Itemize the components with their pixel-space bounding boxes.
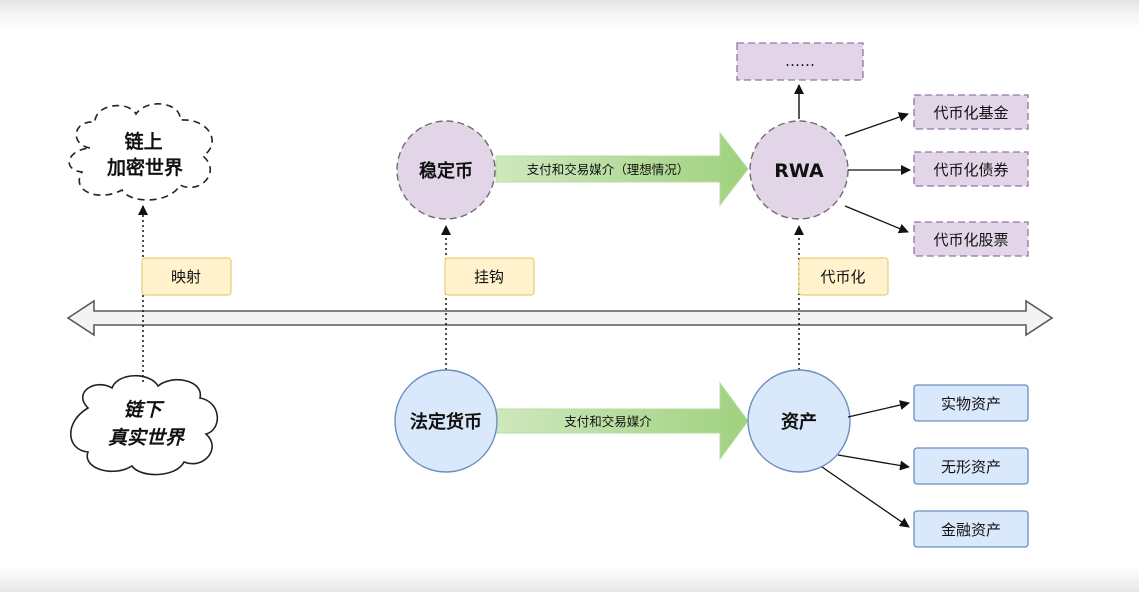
- svg-text:映射: 映射: [171, 268, 201, 286]
- physical-assets-box: 实物资产: [913, 384, 1029, 422]
- payment-arrow: 支付和交易媒介: [495, 381, 749, 461]
- svg-text:挂钩: 挂钩: [474, 268, 504, 286]
- tokenize-label: 代币化: [798, 257, 889, 296]
- svg-text:代币化: 代币化: [820, 268, 865, 286]
- stablecoin-node: 稳定币: [396, 120, 496, 220]
- svg-text:支付和交易媒介（理想情况）: 支付和交易媒介（理想情况）: [527, 162, 690, 177]
- rwa-node: RWA: [749, 120, 849, 220]
- svg-text:RWA: RWA: [774, 160, 824, 182]
- offchain-world-line1: 链下: [124, 399, 166, 421]
- mapping-label: 映射: [141, 257, 232, 296]
- offchain-world-line2: 真实世界: [108, 427, 186, 449]
- svg-text:金融资产: 金融资产: [941, 521, 1001, 539]
- svg-text:法定货币: 法定货币: [410, 411, 482, 433]
- assets-to-financial-arrow: [821, 466, 910, 528]
- rwa-to-fund-arrow: [844, 112, 909, 137]
- svg-text:资产: 资产: [781, 411, 817, 433]
- intangible-assets-box: 无形资产: [913, 447, 1029, 485]
- svg-text:代币化股票: 代币化股票: [933, 231, 1008, 249]
- svg-text:链下 真实世界: 链下 真实世界: [108, 399, 186, 449]
- onchain-world-line1: 链上: [125, 130, 163, 153]
- fiat-node: 法定货币: [394, 369, 498, 473]
- svg-text:稳定币: 稳定币: [419, 160, 473, 182]
- onchain-world-line2: 加密世界: [106, 156, 183, 179]
- assets-to-intangible-arrow: [837, 454, 910, 471]
- svg-text:代币化债券: 代币化债券: [933, 161, 1008, 179]
- onchain-world-cloud: 链上 加密世界: [68, 103, 213, 201]
- tokenized-fund-box: 代币化基金: [913, 94, 1029, 130]
- assets-node: 资产: [747, 369, 851, 473]
- tokenized-bond-box: 代币化债券: [913, 151, 1029, 187]
- payment-arrow-ideal: 支付和交易媒介（理想情况）: [495, 131, 749, 207]
- financial-assets-box: 金融资产: [913, 510, 1029, 548]
- peg-label: 挂钩: [444, 257, 535, 296]
- svg-text:无形资产: 无形资产: [941, 458, 1001, 476]
- svg-text:支付和交易媒介: 支付和交易媒介: [564, 414, 652, 429]
- rwa-to-stock-arrow: [844, 205, 909, 234]
- boundary-double-arrow: [66, 299, 1054, 337]
- assets-to-physical-arrow: [847, 400, 910, 418]
- svg-text:链上 加密世界: 链上 加密世界: [106, 130, 183, 179]
- offchain-world-cloud: 链下 真实世界: [70, 375, 219, 476]
- svg-text:……: ……: [785, 52, 815, 70]
- svg-text:实物资产: 实物资产: [941, 395, 1001, 413]
- ellipsis-box: ……: [736, 42, 864, 81]
- svg-text:代币化基金: 代币化基金: [933, 104, 1008, 122]
- tokenized-stock-box: 代币化股票: [913, 221, 1029, 257]
